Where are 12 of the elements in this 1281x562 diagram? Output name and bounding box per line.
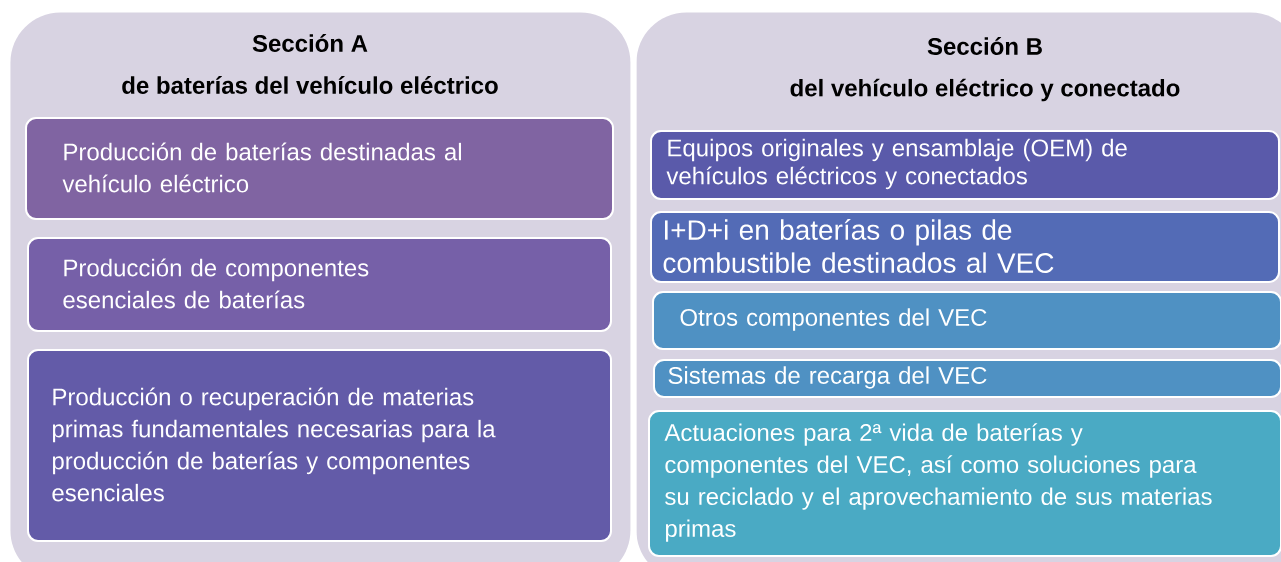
category-box: Equipos originales y ensamblaje (OEM) de vehículos eléctricos y conectados — [650, 130, 1280, 200]
panel-heading: del vehículo eléctrico y conectado — [790, 78, 1180, 102]
category-box: Actuaciones para 2ª vida de baterías y componentes del VEC, así como soluciones para su reciclado y el aprovechamiento de sus materias primas — [648, 410, 1281, 557]
category-box: Otros componentes del VEC — [652, 291, 1281, 350]
category-box: Producción o recuperación de materias primas fundamentales necesarias para la producción de baterías y componentes esenciales — [27, 349, 612, 542]
category-box: Sistemas de recarga del VEC — [653, 359, 1281, 398]
category-box: Producción de baterías destinadas al vehículo eléctrico — [25, 117, 614, 220]
panel-heading: Sección B — [927, 37, 1042, 55]
category-box: Producción de componentes esenciales de baterías — [27, 237, 612, 332]
panel-heading: de baterías del vehículo eléctrico — [122, 76, 498, 94]
panel-heading: Sección A — [252, 34, 368, 52]
category-box: I+D+i en baterías o pilas de combustible destinados al VEC — [650, 211, 1280, 283]
